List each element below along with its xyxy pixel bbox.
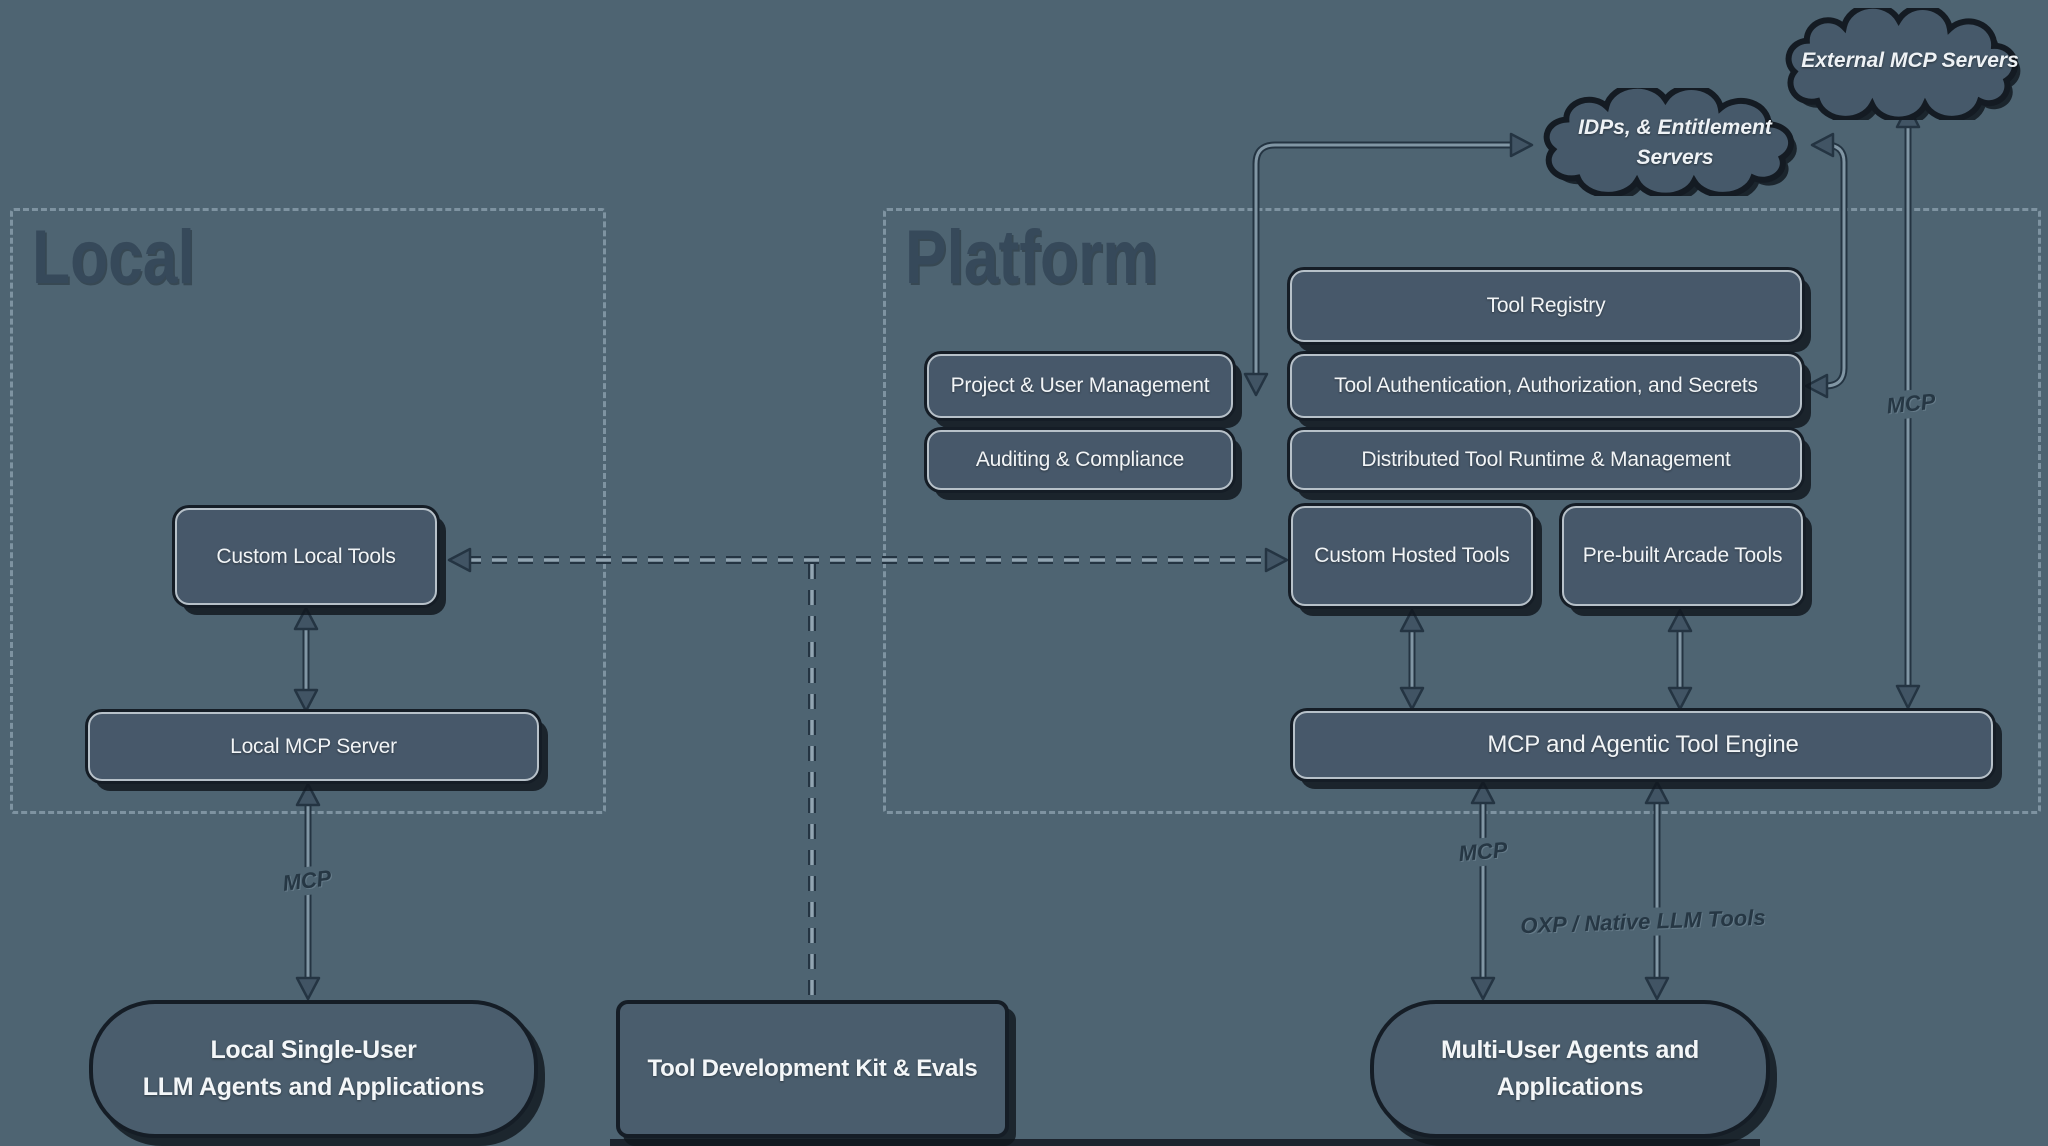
external-mcp-cloud-text: External MCP Servers — [1801, 48, 2019, 72]
arrow-engine-to-multiuser-mcp — [1470, 780, 1496, 1001]
arrow-prebuilt-tools-to-engine — [1667, 608, 1693, 711]
platform-group-title: Platform — [905, 215, 1158, 300]
arrow-dashed-local-tools-to-hosted-tools — [447, 547, 1289, 573]
node-mcp-agentic-tool-engine: MCP and Agentic Tool Engine — [1293, 711, 1993, 779]
terminal-multi-user-agents-line2: Applications — [1496, 1073, 1644, 1101]
node-auditing-compliance-label: Auditing & Compliance — [975, 448, 1185, 471]
node-mcp-agentic-tool-engine-label: MCP and Agentic Tool Engine — [1487, 731, 1799, 758]
node-local-mcp-server-label: Local MCP Server — [230, 734, 397, 758]
node-prebuilt-arcade-tools: Pre-built Arcade Tools — [1562, 506, 1803, 606]
node-custom-local-tools: Custom Local Tools — [175, 508, 437, 605]
local-group-title: Local — [32, 215, 195, 300]
terminal-local-agents-line1: Local Single-User — [210, 1036, 417, 1064]
terminal-tdk-label: Tool Development Kit & Evals — [647, 1055, 978, 1082]
node-project-user-management: Project & User Management — [927, 354, 1233, 418]
idps-cloud-label: IDPs, & Entitlement Servers — [1540, 100, 1810, 186]
idps-cloud — [1532, 88, 1797, 196]
edge-label-mcp-platform: MCP — [1450, 835, 1516, 869]
node-tool-registry-label: Tool Registry — [1486, 294, 1606, 317]
arrow-user-mgmt-to-idps-cloud — [1243, 132, 1534, 397]
node-tool-authentication-label: Tool Authentication, Authorization, and … — [1334, 374, 1758, 397]
idps-cloud-text-line1: IDPs, & Entitlement — [1578, 115, 1772, 139]
node-local-mcp-server: Local MCP Server — [88, 712, 539, 781]
idps-cloud-text-line2: Servers — [1636, 146, 1714, 169]
node-custom-local-tools-label: Custom Local Tools — [216, 544, 396, 568]
node-custom-hosted-tools-label: Custom Hosted Tools — [1314, 544, 1510, 567]
arrow-engine-to-multiuser-oxp — [1644, 780, 1670, 1001]
arrow-custom-local-to-local-mcp — [293, 606, 319, 713]
arrow-tool-auth-to-idps-cloud — [1804, 132, 1848, 399]
node-tool-authentication: Tool Authentication, Authorization, and … — [1290, 354, 1802, 418]
node-distributed-runtime: Distributed Tool Runtime & Management — [1290, 430, 1802, 490]
node-project-user-management-label: Project & User Management — [950, 374, 1210, 397]
node-auditing-compliance: Auditing & Compliance — [927, 430, 1233, 490]
arrow-hosted-tools-to-engine — [1399, 608, 1425, 711]
node-distributed-runtime-label: Distributed Tool Runtime & Management — [1361, 448, 1731, 471]
terminal-local-agents-line2: LLM Agents and Applications — [142, 1073, 485, 1101]
platform-group-container — [883, 208, 2041, 814]
node-prebuilt-arcade-tools-label: Pre-built Arcade Tools — [1582, 544, 1783, 567]
terminal-multi-user-agents: Multi-User Agents and Applications — [1370, 1000, 1770, 1138]
external-mcp-cloud — [1775, 8, 2021, 120]
terminal-tool-development-kit: Tool Development Kit & Evals — [616, 1000, 1009, 1138]
terminal-multi-user-agents-line1: Multi-User Agents and — [1440, 1036, 1700, 1064]
node-tool-registry: Tool Registry — [1290, 270, 1802, 342]
terminal-local-single-user-agents: Local Single-User LLM Agents and Applica… — [89, 1000, 538, 1138]
node-custom-hosted-tools: Custom Hosted Tools — [1291, 506, 1533, 606]
external-mcp-cloud-label: External MCP Servers — [1790, 22, 2030, 100]
page-section-edge — [610, 1139, 1760, 1146]
